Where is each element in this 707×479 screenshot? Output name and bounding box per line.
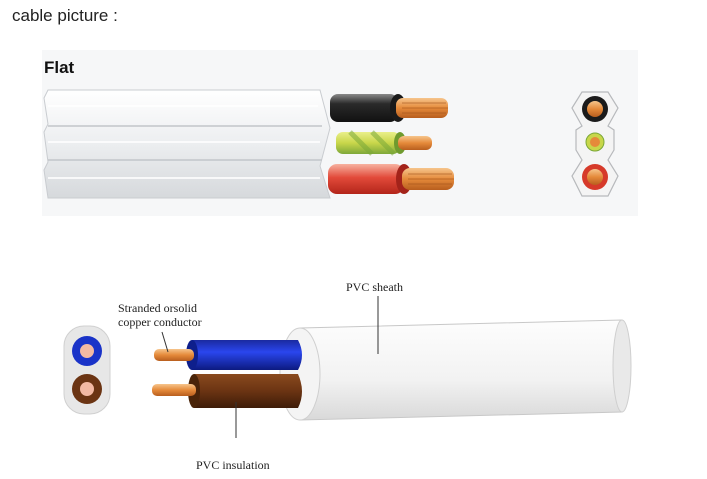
flat-cross-section <box>571 91 619 197</box>
two-core-cross-section <box>63 325 111 415</box>
blue-core <box>154 340 302 370</box>
label-conductor-line1: Stranded orsolid <box>118 301 197 315</box>
label-pvc-sheath: PVC sheath <box>346 280 403 294</box>
brown-core <box>152 374 302 408</box>
yellow-green-core <box>336 130 432 156</box>
red-core <box>328 164 454 194</box>
black-core <box>330 94 448 122</box>
label-conductor-line2: copper conductor <box>118 315 202 329</box>
flat-cable <box>43 89 619 199</box>
two-core-cable <box>63 296 632 438</box>
pvc-sheath <box>279 319 632 421</box>
caption: cable picture : <box>12 6 118 25</box>
label-pvc-insulation: PVC insulation <box>196 458 270 472</box>
flat-title: Flat <box>44 58 75 77</box>
conductor-leader-line <box>161 331 169 353</box>
